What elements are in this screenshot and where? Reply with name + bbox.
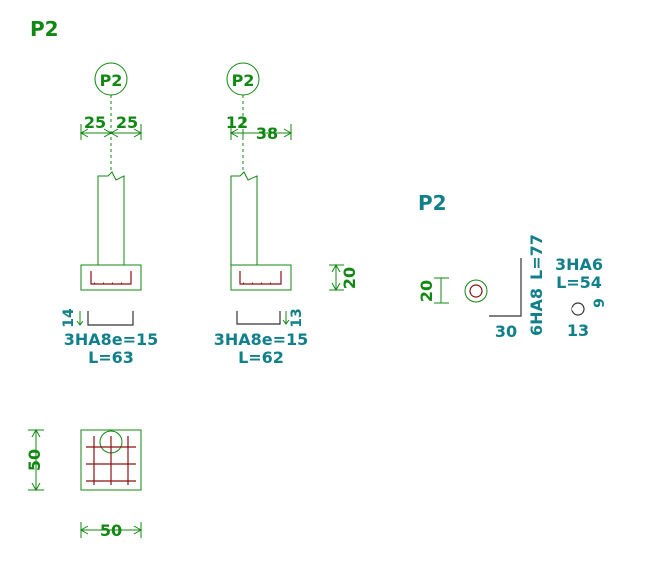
l-bar-length-text: L=77 xyxy=(527,234,546,280)
bar-spec-text: 3HA8e=15 xyxy=(214,330,309,349)
detail-height-text: 20 xyxy=(417,280,436,302)
dim-left-text: 12 xyxy=(226,113,248,132)
footing-rebar xyxy=(90,271,132,285)
bar-leg-arrow xyxy=(282,311,290,325)
dim-right-text: 25 xyxy=(116,113,138,132)
bar-shape xyxy=(236,311,281,325)
plan-footing xyxy=(80,429,142,491)
bar-spec-text: 3HA8e=15 xyxy=(64,330,159,349)
bar-leg-arrow xyxy=(76,311,84,326)
detail-title: P2 xyxy=(418,191,447,215)
dim-arrow xyxy=(331,263,341,292)
dim-arrow xyxy=(133,128,143,138)
drawing-title: P2 xyxy=(30,17,59,41)
footing-rebar xyxy=(239,271,282,285)
footing-height-text: 20 xyxy=(340,267,359,289)
footing xyxy=(80,264,142,291)
column-outline xyxy=(230,171,258,265)
l-bar-horizontal-text: 30 xyxy=(495,322,517,341)
plan-mesh xyxy=(86,436,136,485)
elevation-left: P2 25 25 14 3HA8e=15 L=63 xyxy=(61,62,159,367)
plan-width-text: 50 xyxy=(100,521,122,540)
dim-arrow xyxy=(283,128,293,138)
ring-length-text: L=54 xyxy=(556,273,602,292)
dim-left-text: 25 xyxy=(84,113,106,132)
ring-dim-a-text: 9 xyxy=(592,298,608,308)
dim-arrow xyxy=(229,128,239,138)
bar-shape xyxy=(87,311,134,326)
l-bar-spec-text: 6HA8 xyxy=(527,288,546,336)
l-bar-shape xyxy=(489,258,522,317)
bar-leg-text: 13 xyxy=(289,308,305,327)
bar-length-text: L=63 xyxy=(88,348,134,367)
dim-arrow xyxy=(79,525,143,535)
axis-label: P2 xyxy=(100,71,123,90)
ring-bar-inner xyxy=(469,284,483,298)
bar-length-text: L=62 xyxy=(238,348,284,367)
ring-bar-outer xyxy=(464,279,488,303)
ring-spec-text: 3HA6 xyxy=(555,255,603,274)
dim-arrow xyxy=(103,128,119,138)
plan-view: 50 50 xyxy=(25,428,143,540)
detail-view: P2 20 30 6HA8 L=77 3HA6 L=54 9 13 xyxy=(417,191,608,341)
plan-height-text: 50 xyxy=(25,449,44,471)
footing xyxy=(230,264,292,291)
dim-arrow xyxy=(31,428,41,492)
ring-dim-b-text: 13 xyxy=(567,321,589,340)
dim-arrow xyxy=(79,128,89,138)
bar-leg-text: 14 xyxy=(61,308,77,328)
column-outline xyxy=(97,171,125,265)
axis-label: P2 xyxy=(232,71,255,90)
dim-right-text: 38 xyxy=(256,124,278,143)
elevation-right: P2 12 38 20 13 3HA8e=15 L=62 xyxy=(214,62,359,367)
